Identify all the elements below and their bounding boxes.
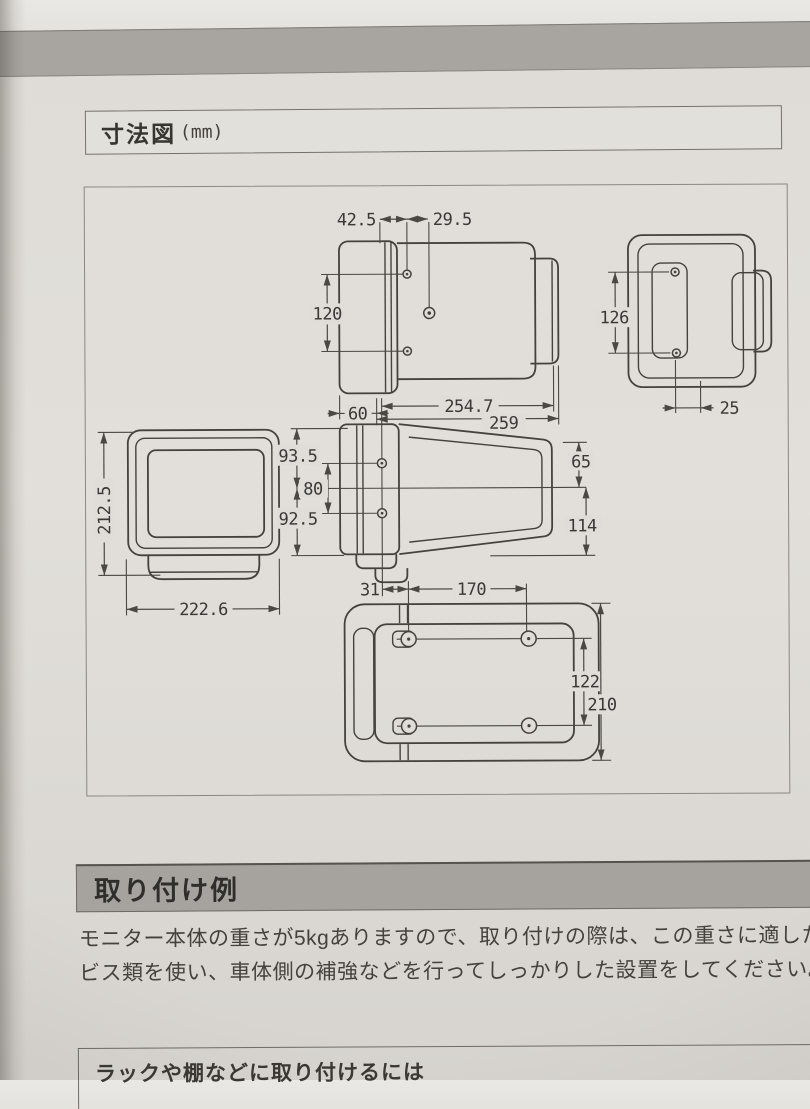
dim-label-side-hole-span: 120	[313, 304, 343, 324]
dim-label-top-offset-a: 42.5	[337, 210, 376, 230]
page-left-shadow	[0, 0, 26, 1080]
dim-label-side-depth-outer: 259	[489, 414, 519, 434]
mounting-body-line1: モニター本体の重さが5kgありますので、取り付けの際は、この重さに適した金具や	[79, 919, 810, 957]
dim-label-bottom-offset: 31	[360, 580, 380, 600]
rear-view-drawing: 126 25	[594, 235, 772, 420]
dim-label-bottom-hole-depth: 122	[570, 672, 599, 692]
dim-label-front-to-hole: 60	[348, 404, 368, 424]
dimension-section-title: 寸法図	[101, 115, 176, 150]
dim-label-front-height: 212.5	[95, 486, 115, 535]
mounting-section-body: モニター本体の重さが5kgありますので、取り付けの際は、この重さに適した金具や …	[79, 919, 810, 991]
dimension-section-unit: (mm)	[180, 121, 224, 142]
front-view-drawing: 212.5 222.6	[94, 430, 280, 621]
dim-label-rear-hole-span: 126	[600, 308, 630, 328]
dim-label-lower-half: 92.5	[279, 510, 318, 530]
mounting-section-header: 取り付け例	[76, 860, 810, 913]
dimension-drawings: 42.5 29.5 120 254.7 259 60	[85, 184, 790, 795]
dim-label-front-width: 222.6	[179, 600, 228, 620]
dim-label-rear-offset: 25	[720, 399, 740, 419]
page-top-gray-band	[0, 21, 810, 77]
mounting-body-line2: ビス類を使い、車体側の補強などを行ってしっかりした設置をしてください。	[79, 953, 810, 991]
dim-label-bottom-hole-width: 170	[457, 580, 487, 600]
dim-label-bottom-depth: 210	[587, 695, 617, 715]
dim-label-top-lower-depth: 114	[568, 516, 598, 536]
dimension-diagram: 42.5 29.5 120 254.7 259 60	[84, 183, 791, 796]
mounting-section-title: 取り付け例	[94, 868, 239, 908]
rack-section-title: ラックや棚などに取り付けるには	[95, 1054, 810, 1088]
dim-label-hole-span-vertical: 80	[303, 479, 323, 499]
side-view-drawing: 42.5 29.5 120 254.7 259 60	[309, 209, 559, 434]
dim-label-top-offset-b: 29.5	[433, 210, 472, 230]
bottom-view-drawing: 122 210	[344, 603, 620, 761]
dim-label-upper-half: 93.5	[278, 447, 317, 467]
dimension-section-header: 寸法図 (mm)	[85, 105, 782, 154]
rack-section-box: ラックや棚などに取り付けるには	[78, 1044, 810, 1109]
top-view-drawing: 65 114 31 170	[340, 397, 602, 638]
dim-label-top-upper-depth: 65	[571, 452, 591, 472]
